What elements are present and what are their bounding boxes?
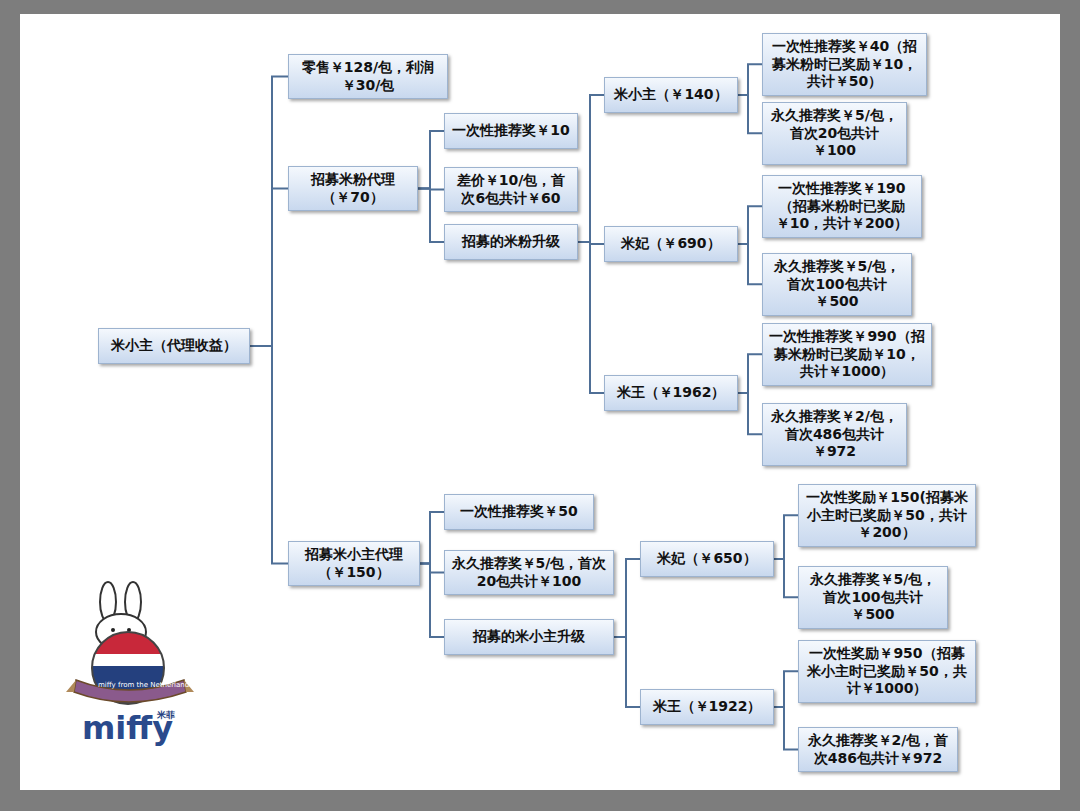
tree-box: 永久推荐奖￥2/包，首次486包共计￥972 <box>762 403 907 466</box>
tree-connector <box>774 559 798 597</box>
box-text: 永久推荐奖￥5/包，首次100包共计￥500 <box>769 258 905 311</box>
tree-connector <box>578 95 604 242</box>
box-text: 一次性奖励￥150(招募米小主时已奖励￥50，共计￥200） <box>805 489 969 542</box>
tree-box: 米王（￥1962） <box>604 375 738 411</box>
tree-box: 零售￥128/包，利润￥30/包 <box>288 54 448 99</box>
tree-connector <box>774 515 798 559</box>
tree-connector <box>420 512 444 564</box>
tree-box: 米小主（￥140） <box>604 77 738 113</box>
tree-box: 永久推荐奖￥5/包，首次20包共计￥100 <box>444 550 614 595</box>
box-text: 一次性推荐奖￥40（招募米粉时已奖励￥10，共计￥50） <box>769 38 920 91</box>
box-text: 永久推荐奖￥2/包，首次486包共计￥972 <box>805 732 951 767</box>
tree-connector <box>738 244 762 284</box>
tree-box: 一次性奖励￥150(招募米小主时已奖励￥50，共计￥200） <box>798 484 976 547</box>
tree-box: 差价￥10/包，首次6包共计￥60 <box>444 167 578 212</box>
tree-box: 一次性推荐奖￥190（招募米粉时已奖励￥10，共计￥200） <box>762 175 922 238</box>
box-text: 一次性推荐奖￥50 <box>460 503 577 521</box>
box-text: 招募的米粉升级 <box>462 233 560 251</box>
tree-connector <box>418 131 444 189</box>
tree-connector <box>614 637 640 707</box>
tree-connector <box>250 346 288 564</box>
box-text: 一次性推荐奖￥990（招募米粉时已奖励￥10，共计￥1000） <box>769 328 925 381</box>
box-text: 永久推荐奖￥5/包，首次20包共计￥100 <box>451 555 607 590</box>
tree-box: 招募米小主代理（￥150） <box>288 541 420 586</box>
logo-text: miffy <box>82 712 173 744</box>
tree-connector <box>738 95 762 133</box>
root-box: 米小主（代理收益） <box>98 328 250 364</box>
box-text: 米妃（￥690） <box>621 235 720 253</box>
tree-box: 永久推荐奖￥2/包，首次486包共计￥972 <box>798 727 958 772</box>
box-text: 招募的米小主升级 <box>473 628 585 646</box>
tree-connector <box>774 671 798 707</box>
tree-box: 招募的米粉升级 <box>444 224 578 260</box>
tree-connector <box>738 354 762 393</box>
tree-connector <box>738 64 762 95</box>
tree-box: 招募的米小主升级 <box>444 619 614 655</box>
tree-connector <box>418 189 444 243</box>
box-text: 永久推荐奖￥2/包，首次486包共计￥972 <box>769 408 900 461</box>
tree-box: 米妃（￥690） <box>604 226 738 262</box>
box-text: 零售￥128/包，利润￥30/包 <box>295 59 441 94</box>
box-text: 一次性推荐奖￥10 <box>452 122 569 140</box>
tree-box: 一次性推荐奖￥990（招募米粉时已奖励￥10，共计￥1000） <box>762 323 932 386</box>
tree-connector <box>614 559 640 637</box>
box-text: 米王（￥1922） <box>653 698 762 716</box>
box-text: 永久推荐奖￥5/包，首次20包共计￥100 <box>769 107 900 160</box>
box-text: 永久推荐奖￥5/包，首次100包共计￥500 <box>805 571 941 624</box>
tree-box: 一次性奖励￥950（招募米小主时已奖励￥50，共计￥1000） <box>798 640 976 703</box>
box-text: 一次性奖励￥950（招募米小主时已奖励￥50，共计￥1000） <box>805 645 969 698</box>
tree-box: 永久推荐奖￥5/包，首次20包共计￥100 <box>762 102 907 165</box>
tree-connector <box>738 393 762 434</box>
tree-box: 一次性推荐奖￥40（招募米粉时已奖励￥10，共计￥50） <box>762 33 927 96</box>
tree-box: 米王（￥1922） <box>640 689 774 725</box>
box-text: 招募米粉代理（￥70） <box>295 171 411 206</box>
box-text: 一次性推荐奖￥190（招募米粉时已奖励￥10，共计￥200） <box>769 180 915 233</box>
box-text: 米小主（￥140） <box>614 86 727 104</box>
tree-connector <box>250 189 288 347</box>
tree-connector <box>738 206 762 244</box>
tree-box: 永久推荐奖￥5/包，首次100包共计￥500 <box>762 253 912 316</box>
tree-connector <box>774 707 798 750</box>
box-text: 米小主（代理收益） <box>111 337 237 355</box>
tree-connector <box>578 242 604 393</box>
box-text: 差价￥10/包，首次6包共计￥60 <box>451 172 571 207</box>
tree-connector <box>420 564 444 573</box>
tree-box: 一次性推荐奖￥10 <box>444 113 578 149</box>
tree-connector <box>250 77 288 347</box>
box-text: 米妃（￥650） <box>657 550 756 568</box>
box-text: 招募米小主代理（￥150） <box>295 546 413 581</box>
box-text: 米王（￥1962） <box>617 384 726 402</box>
tree-box: 永久推荐奖￥5/包，首次100包共计￥500 <box>798 566 948 629</box>
tree-box: 一次性推荐奖￥50 <box>444 494 594 530</box>
tree-box: 招募米粉代理（￥70） <box>288 166 418 211</box>
ribbon-text: miffy from the Netherlands <box>98 682 193 689</box>
tree-connector <box>420 564 444 638</box>
tree-box: 米妃（￥650） <box>640 541 774 577</box>
